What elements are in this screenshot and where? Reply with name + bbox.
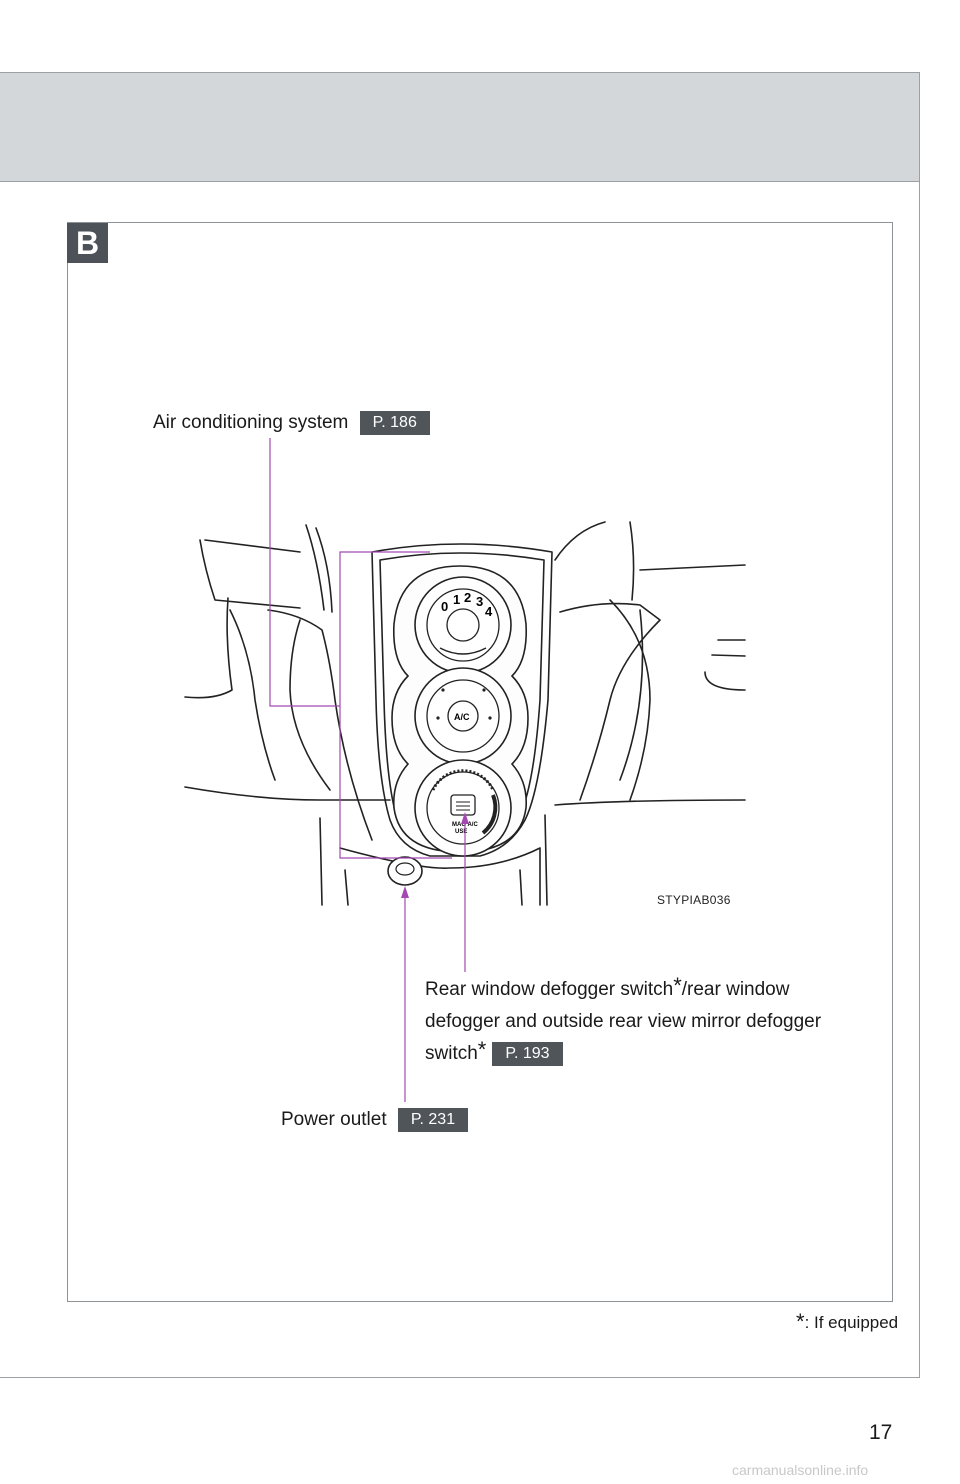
arrowhead-power-outlet [401, 886, 409, 898]
mode-dial: A/C [414, 667, 512, 765]
console-lower-right [544, 814, 548, 906]
dash-left-vent [184, 597, 233, 699]
dash-right-mid [619, 609, 644, 781]
dash-left-top2 [305, 524, 325, 611]
section-badge: B [67, 223, 108, 263]
dash-left-upper [199, 539, 301, 609]
fan-speed-3: 3 [476, 594, 483, 609]
ac-button-label: A/C [454, 712, 470, 722]
footnote-text: : If equipped [804, 1313, 899, 1332]
rear-defogger-line1-tail: /rear window [681, 979, 790, 1000]
console-lower [339, 847, 541, 906]
power-outlet-label: Power outlet [281, 1109, 387, 1130]
asterisk-mark: * [673, 973, 682, 998]
dash-right-lower [554, 799, 746, 806]
callout-air-conditioning: Air conditioning system P. 186 [153, 407, 430, 439]
asterisk-mark: * [477, 1037, 487, 1062]
temperature-scale [431, 769, 495, 791]
dash-left-top3 [315, 527, 333, 613]
page-ref-air-conditioning[interactable]: P. 186 [359, 410, 430, 435]
footnote: *: If equipped [796, 1309, 899, 1339]
watermark: carmanualsonline.info [732, 1462, 869, 1478]
callout-rear-defogger: Rear window defogger switch*/rear window… [425, 973, 822, 1070]
rear-defogger-line3: switch [425, 1043, 478, 1064]
rear-defogger-line2: defogger and outside rear view mirror de… [425, 1011, 822, 1032]
leader-air-conditioning [269, 438, 452, 859]
console-lower-l2 [344, 869, 349, 906]
use-text: USE [455, 829, 467, 835]
dash-right-panel [559, 602, 661, 801]
power-outlet-socket [387, 856, 423, 886]
dash-right-vent [704, 639, 746, 691]
fan-speed-4: 4 [485, 604, 493, 619]
header-band [0, 72, 920, 182]
figure-id: STYPIAB036 [657, 893, 731, 907]
rear-defogger-button [450, 794, 476, 816]
page-ref-rear-defogger[interactable]: P. 193 [492, 1041, 563, 1066]
fan-dial-scale [439, 647, 487, 655]
console-lower-r2 [519, 869, 523, 906]
console-lower-left [319, 817, 323, 906]
footnote-asterisk: * [796, 1309, 805, 1334]
temperature-dial: MAG A/C USE [414, 759, 512, 857]
arrowhead-rear-defogger [461, 812, 469, 824]
fan-speed-1: 1 [453, 592, 460, 607]
dash-right-curve [609, 599, 651, 801]
air-conditioning-label: Air conditioning system [153, 412, 349, 433]
dash-left-lower [184, 786, 391, 801]
dash-right-top [554, 521, 606, 561]
dash-right-top2 [629, 521, 635, 601]
dash-left-inner [289, 619, 331, 791]
dash-right-upper [639, 564, 746, 571]
figure-panel [67, 222, 893, 1302]
fan-speed-dial: 0 1 2 3 4 [414, 576, 512, 674]
page-ref-power-outlet[interactable]: P. 231 [397, 1107, 469, 1132]
dash-left-panel [267, 609, 373, 841]
dash-left-top [204, 539, 301, 553]
fan-speed-0: 0 [441, 599, 448, 614]
callout-power-outlet: Power outlet P. 231 [281, 1104, 469, 1136]
rear-defogger-line1: Rear window defogger switch [425, 979, 674, 1000]
page-number: 17 [869, 1421, 893, 1444]
dash-left-curve [229, 609, 276, 781]
page-border-right [919, 182, 920, 1378]
page-border-bottom [0, 1377, 920, 1378]
fan-speed-2: 2 [464, 590, 471, 605]
